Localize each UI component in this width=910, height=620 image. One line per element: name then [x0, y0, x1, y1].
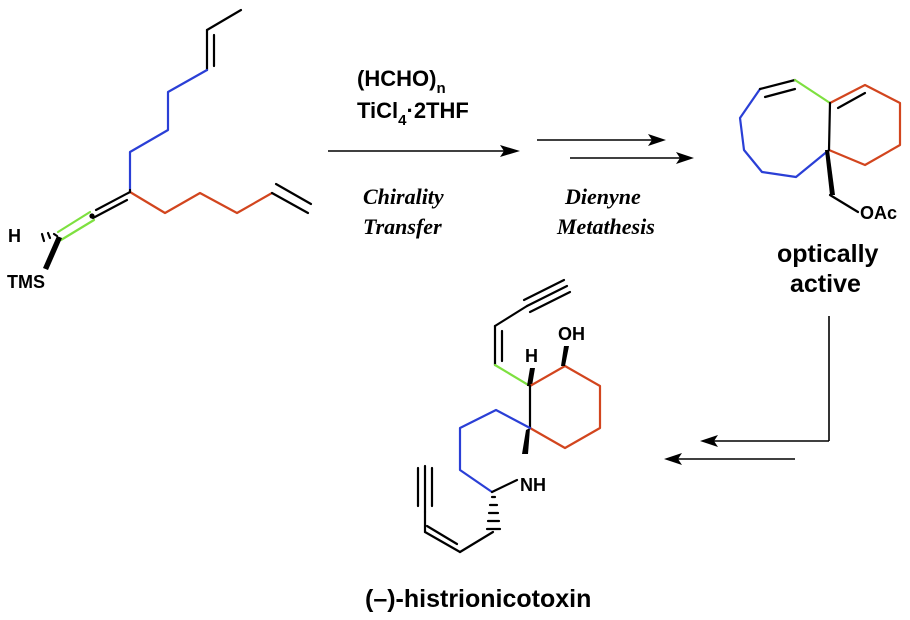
caption-active: active — [790, 270, 861, 298]
step3-multistep-arrow — [664, 316, 830, 465]
product-histrionicotoxin: H OH NH — [416, 278, 602, 554]
hashed-bond-sidechain — [485, 495, 502, 531]
reagent-paraformaldehyde: (HCHO)n — [357, 66, 446, 97]
wedge-bond-ch2 — [825, 150, 835, 195]
wedge-bond-tms — [43, 236, 62, 270]
starting-material-allene: H TMS — [7, 8, 313, 292]
hashed-bond-h — [40, 231, 59, 243]
reagent-ticl4-thf: TiCl4·2THF — [357, 98, 469, 129]
label-chirality: Chirality — [363, 184, 444, 209]
intermediate-bicycle: OAc — [738, 78, 902, 223]
atom-oh-label: OH — [558, 324, 585, 344]
label-metathesis: Metathesis — [556, 214, 655, 239]
atom-nh-label: NH — [520, 475, 546, 495]
step1-arrow — [328, 145, 520, 157]
label-dienyne: Dienyne — [564, 184, 641, 209]
atom-h-label: H — [8, 226, 21, 246]
product-name: (–)-histrionicotoxin — [365, 585, 591, 613]
atom-tms-label: TMS — [7, 272, 45, 292]
step1-conditions: (HCHO)n TiCl4·2THF — [357, 66, 469, 129]
label-transfer: Transfer — [363, 214, 442, 239]
caption-optically: optically — [777, 240, 879, 268]
atom-oac-label: OAc — [860, 203, 897, 223]
step2-multistep-arrow — [537, 134, 694, 164]
atom-h-label-product: H — [525, 346, 538, 366]
